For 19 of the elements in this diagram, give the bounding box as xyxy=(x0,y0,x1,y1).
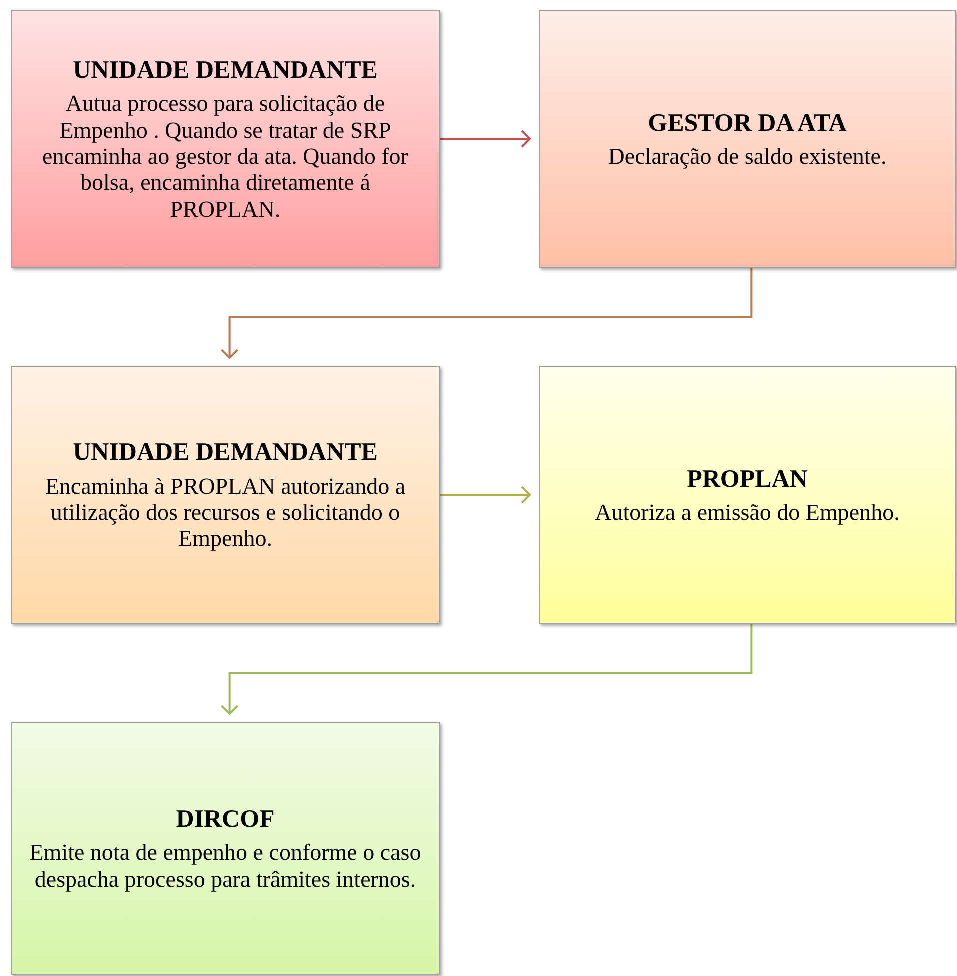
box-heading: DIRCOF xyxy=(176,804,275,835)
process-box xyxy=(539,10,956,268)
arrow xyxy=(440,486,531,504)
process-box xyxy=(11,366,440,624)
box-text: Autua processo para solicitação de Empenho . Quando se tratar de SRP encaminha ao gestor da ata. Quando for bolsa, encaminha diretamente á PROPLAN. xyxy=(42,91,410,224)
process-box xyxy=(539,366,956,624)
box-heading: UNIDADE DEMANDANTE xyxy=(73,56,378,86)
box-text: Encaminha à PROPLAN autorizando a utilização dos recursos e solicitando o Empenho. xyxy=(44,474,407,553)
box-text: Declaração de saldo existente. xyxy=(608,144,887,170)
box-heading: PROPLAN xyxy=(687,464,808,495)
box-heading: GESTOR DA ATA xyxy=(648,108,847,139)
box-heading: UNIDADE DEMANDANTE xyxy=(73,438,378,468)
arrow xyxy=(440,130,531,148)
process-box xyxy=(11,10,440,268)
box-text: Autoriza a emissão do Empenho. xyxy=(595,500,900,526)
arrow xyxy=(220,624,753,715)
box-text: Emite nota de empenho e conforme o caso despacha processo para trâmites internos. xyxy=(28,840,422,894)
process-box xyxy=(11,722,440,975)
arrow xyxy=(220,268,753,359)
